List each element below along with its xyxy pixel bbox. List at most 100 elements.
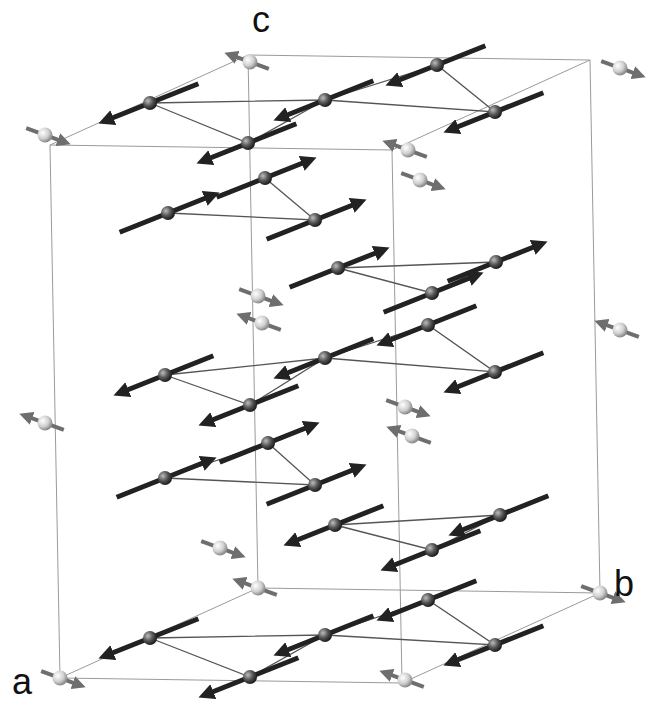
atom-sphere — [251, 581, 266, 596]
magnetic-atom — [455, 93, 543, 128]
spin-arrow — [267, 204, 355, 239]
minor-atom — [26, 128, 60, 143]
magnetic-atom — [448, 246, 536, 281]
magnetic-atom — [110, 619, 198, 654]
magnetic-atom — [210, 386, 298, 421]
spin-arrow — [267, 469, 355, 504]
spin-arrow — [210, 386, 298, 421]
minor-atom — [386, 400, 420, 415]
minor-atom — [201, 541, 235, 556]
minor-atom — [401, 173, 435, 188]
magnetic-atom — [285, 339, 373, 374]
magnetic-atom — [285, 81, 373, 116]
spin-arrow — [455, 93, 543, 128]
minor-atom — [397, 429, 431, 444]
atom-sphere — [241, 136, 255, 150]
cell-edge — [402, 593, 600, 683]
spin-arrow — [455, 626, 543, 661]
atom-sphere — [398, 400, 413, 415]
minor-atom — [581, 586, 615, 601]
magnetic-atom — [290, 252, 378, 287]
cell-edge — [60, 588, 258, 678]
minor-atom — [605, 323, 639, 338]
spin-arrow — [285, 339, 373, 374]
magnetic-atom — [208, 124, 296, 159]
atom-sphere — [158, 368, 172, 382]
atom-sphere — [161, 206, 175, 220]
spin-arrow — [285, 81, 373, 116]
cell-edge — [50, 145, 60, 678]
spin-arrow — [388, 581, 476, 616]
spin-arrow — [448, 246, 536, 281]
atom-sphere — [421, 318, 435, 332]
cell-edge — [258, 588, 600, 593]
spin-arrow — [120, 197, 208, 232]
atom-sphere — [430, 58, 444, 72]
atom-sphere — [613, 323, 628, 338]
magnetic-atom — [384, 277, 472, 312]
spin-arrow — [460, 496, 548, 531]
axis-label: c — [252, 2, 270, 38]
atom-sphere — [613, 61, 628, 76]
magnetic-atom — [392, 531, 480, 566]
atom-sphere — [158, 471, 172, 485]
spin-arrow — [220, 427, 308, 462]
atom-sphere — [405, 429, 420, 444]
magnetic-atom — [220, 427, 308, 462]
bond-triangle — [165, 443, 315, 485]
magnetic-atom — [388, 581, 476, 616]
atom-sphere — [143, 96, 157, 110]
minor-atom — [41, 671, 75, 686]
minor-atom — [235, 55, 269, 70]
magnetic-atom — [120, 197, 208, 232]
atom-sphere — [421, 593, 435, 607]
magnetic-atom — [210, 658, 298, 693]
atom-sphere — [143, 631, 157, 645]
atom-sphere — [258, 171, 272, 185]
spin-arrow — [217, 162, 305, 197]
bond-triangle — [338, 262, 496, 293]
atom-sphere — [38, 416, 53, 431]
atom-sphere — [488, 638, 502, 652]
magnetic-atom — [388, 306, 476, 341]
spin-arrow — [455, 353, 543, 388]
spin-arrow — [388, 306, 476, 341]
atom-sphere — [489, 255, 503, 269]
spin-arrow — [384, 277, 472, 312]
atom-sphere — [493, 508, 507, 522]
atom-sphere — [261, 436, 275, 450]
atom-sphere — [413, 173, 428, 188]
atom-sphere — [593, 586, 608, 601]
axis-label: a — [12, 664, 32, 700]
atom-sphere — [318, 351, 332, 365]
minor-atom — [390, 673, 424, 688]
magnetic-atom — [285, 616, 373, 651]
minor-atom — [247, 316, 281, 331]
magnetic-atom — [460, 496, 548, 531]
minor-atom — [393, 143, 427, 158]
atom-sphere — [243, 670, 257, 684]
atom-sphere — [308, 478, 322, 492]
atom-sphere — [488, 365, 502, 379]
atom-sphere — [243, 398, 257, 412]
atom-sphere — [251, 289, 266, 304]
spin-arrow — [117, 462, 205, 497]
magnetic-atom — [125, 356, 213, 391]
spin-arrow — [210, 658, 298, 693]
magnetic-atom — [267, 469, 355, 504]
spin-arrow — [110, 619, 198, 654]
atom-sphere — [401, 143, 416, 158]
atom-sphere — [38, 128, 53, 143]
cell-edge — [50, 145, 392, 150]
cell-edge — [392, 150, 402, 683]
atom-sphere — [488, 105, 502, 119]
cell-edge — [590, 60, 600, 593]
magnetic-atom — [295, 506, 383, 541]
spin-arrow — [290, 252, 378, 287]
spin-arrow — [397, 46, 485, 81]
minor-atom — [243, 581, 277, 596]
atom-sphere — [53, 671, 68, 686]
minor-atom — [239, 289, 273, 304]
